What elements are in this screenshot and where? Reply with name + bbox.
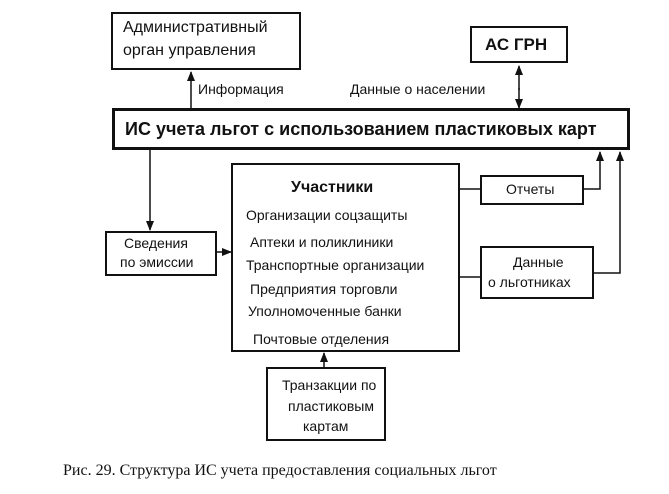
edge-label-information: Информация [198, 81, 284, 97]
admin-organ-line1: Административный [123, 19, 268, 36]
participants-title: Участники [291, 179, 374, 196]
beneficiary-data-line1: Данные [513, 254, 564, 270]
as-grn-box: АС ГРН [470, 26, 568, 63]
admin-organ-line2: орган управления [123, 42, 256, 59]
participant-item: Почтовые отделения [253, 331, 390, 347]
transactions-box: Транзакции по пластиковым картам [266, 367, 386, 441]
issuance-data-box: Сведения по эмиссии [105, 231, 217, 276]
arrow-beneficiaries-to-main [594, 151, 624, 274]
main-system-label: ИС учета льгот с использованием пластико… [125, 119, 597, 139]
edge-label-population-data: Данные о населении [350, 81, 486, 97]
arrow-reports-to-main [584, 151, 604, 190]
admin-organ-box: Административный орган управления [111, 12, 301, 70]
transactions-line1: Транзакции по [282, 377, 377, 393]
main-system-box: ИС учета льгот с использованием пластико… [112, 108, 630, 150]
participant-item: Организации соцзащиты [246, 207, 408, 223]
participant-item: Аптеки и поликлиники [250, 234, 394, 250]
figure-caption: Рис. 29. Структура ИС учета предоставлен… [63, 462, 497, 479]
participants-box: Участники Организации соцзащиты Аптеки и… [231, 163, 460, 352]
participant-item: Предприятия торговли [250, 281, 398, 297]
transactions-line2: пластиковым [288, 398, 374, 414]
transactions-line3: картам [303, 418, 349, 434]
participant-item: Уполномоченные банки [248, 303, 402, 319]
beneficiary-data-box: Данные о льготниках [480, 246, 594, 299]
reports-box: Отчеты [480, 175, 584, 205]
reports-label: Отчеты [506, 181, 555, 197]
as-grn-label: АС ГРН [485, 35, 548, 54]
participant-item: Транспортные организации [246, 257, 425, 273]
issuance-data-line2: по эмиссии [120, 254, 194, 270]
beneficiary-data-line2: о льготниках [488, 274, 571, 290]
issuance-data-line1: Сведения [124, 235, 188, 251]
